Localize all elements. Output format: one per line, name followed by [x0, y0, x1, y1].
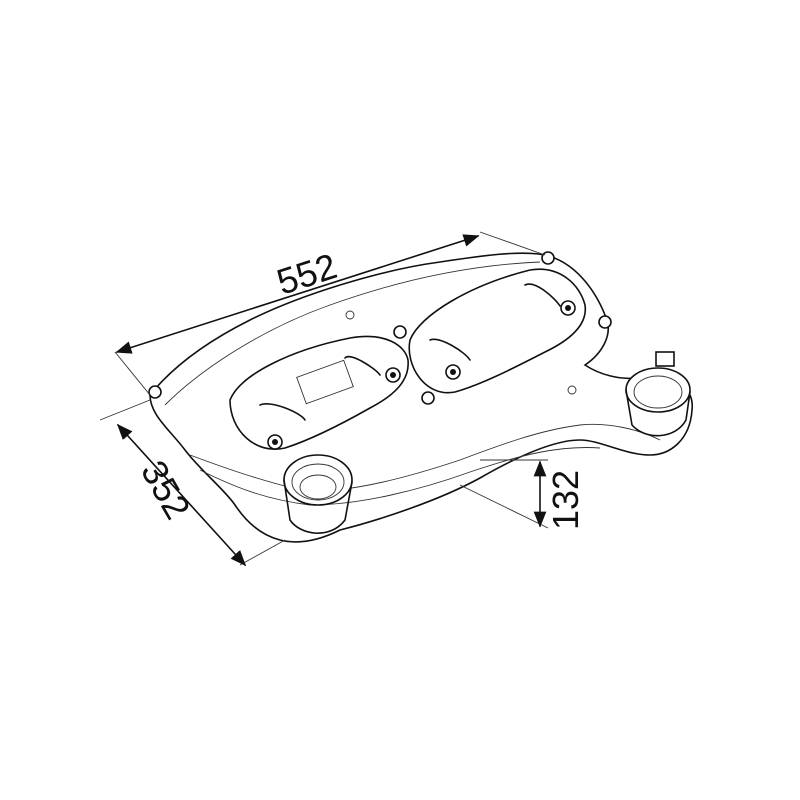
- dimension-height: 132: [459, 459, 586, 530]
- dimension-width-label: 352: [133, 454, 199, 527]
- part-body: [148, 251, 693, 543]
- dimension-height-label: 132: [545, 470, 586, 530]
